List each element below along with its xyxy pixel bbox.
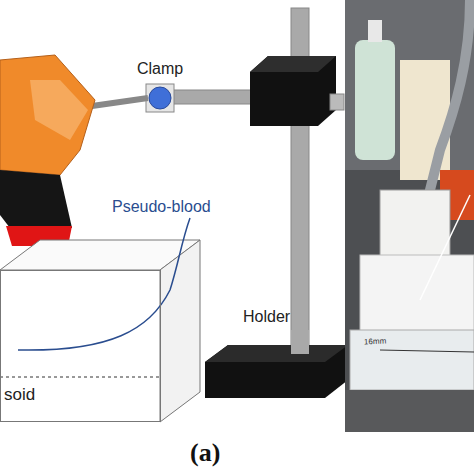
phantom-box: soid (0, 270, 161, 422)
part-label: 16mm (364, 337, 387, 347)
part-label: Clamp (137, 60, 183, 78)
photo-pointer (420, 195, 470, 300)
clamp-ball (149, 87, 171, 109)
probe-neck (0, 170, 72, 228)
probe-body (0, 55, 95, 175)
phantom-dashed-line (0, 377, 160, 378)
photo-holder (380, 190, 450, 260)
clamp-arm (92, 98, 148, 106)
phantom-side (160, 240, 200, 422)
photo-background (345, 0, 474, 432)
holder-base-top (205, 345, 348, 362)
part-label: (a) (190, 438, 220, 468)
holder-block (250, 56, 336, 126)
photo-block (400, 60, 450, 180)
clamp-rod (172, 90, 256, 104)
holder-knob (330, 94, 344, 110)
photo-phantom (360, 255, 474, 335)
pseudo-blood-vessel (18, 218, 190, 350)
clamp-square (146, 84, 174, 112)
phantom-label: soid (4, 385, 35, 405)
part-label: Holder (243, 308, 290, 326)
holder-pole-foot (291, 330, 309, 354)
photo-cable (425, 0, 470, 210)
photo-marker-line (380, 350, 474, 352)
probe-highlight (30, 80, 88, 140)
photo-phantom-box (350, 330, 474, 390)
holder-base (205, 345, 348, 398)
holder-block-top (250, 56, 336, 72)
part-label: Pseudo-blood (112, 198, 211, 216)
photo-bottle (355, 40, 395, 160)
photo-bottle-cap (368, 20, 382, 42)
photo-table (345, 390, 474, 432)
